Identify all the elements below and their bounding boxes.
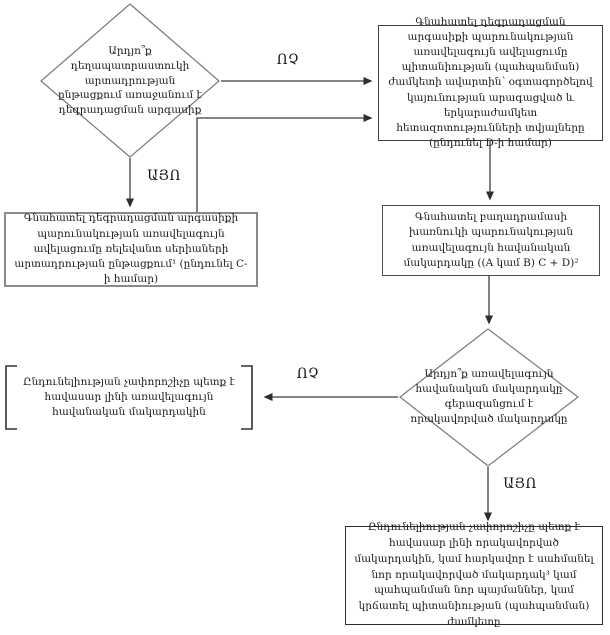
compare-diamond-text: Արդյո՞ք առավելագույն հավանական մակարդակը… [410,368,568,425]
note-bracket-text: Ընդունելիության չափորոշիչը պետք է հավասա… [23,376,235,418]
box-estimate-c: Գնահատել դեգրադացման արգասիքի պարունակու… [4,212,258,287]
start-diamond-text: Արդյո՞ք դեղապատրաստուկի արտադրության ընթ… [58,44,202,117]
compare-diamond-shape [399,328,579,467]
edge-label-yes-bottom: ԱՅՈ [503,476,537,492]
box-max-probable-level: Գնահատել բաղադրամասի խառնուկի պարունակու… [382,205,600,276]
box-estimate-d: Գնահատել դեգրադացման արգասիքի պարունակու… [378,16,603,149]
note-left-bracket [5,365,17,430]
box-final-criteria: Ընդունելիության չափորոշիչը պետք է հավասա… [345,521,603,628]
edge-label-no-top: ՈՉ [276,52,300,68]
arrow-box-c-to-box-d [196,114,373,212]
note-right-bracket [241,365,253,430]
edge-label-no-bottom: ՈՉ [296,366,320,382]
edge-label-yes-top: ԱՅՈ [147,168,181,184]
start-diamond-shape [40,3,220,158]
